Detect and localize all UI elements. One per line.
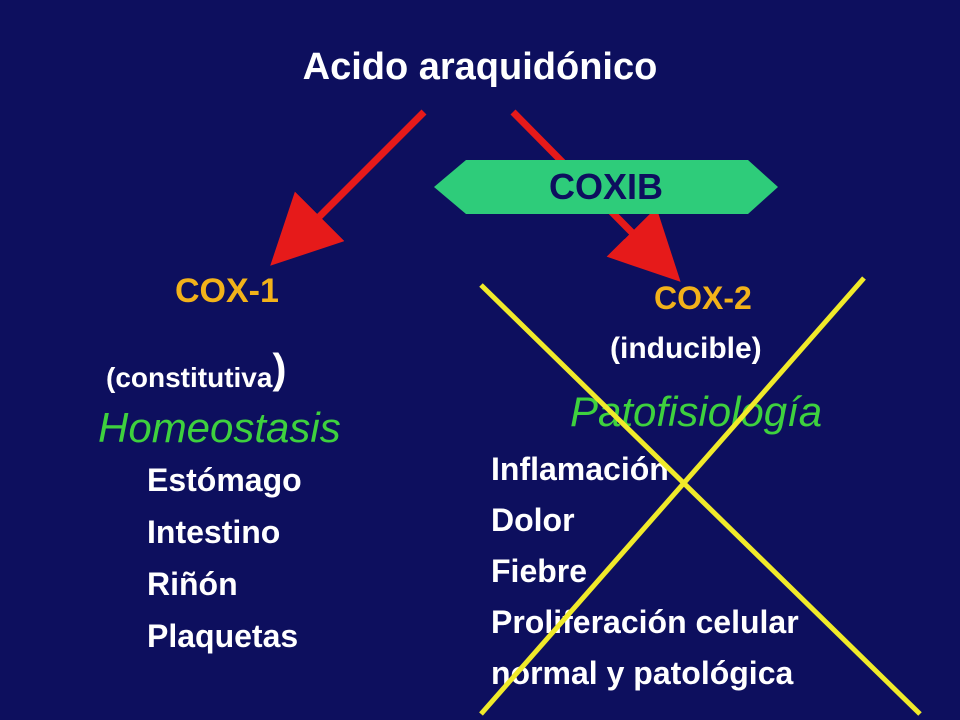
list-item: normal y patológica (491, 655, 794, 691)
cox1-subtitle: (constitutiva) (106, 345, 286, 394)
cox1-function-list: Estómago Intestino Riñón Plaquetas (147, 454, 302, 662)
list-item: Fiebre (491, 553, 588, 589)
list-item: Plaquetas (147, 618, 299, 654)
cox2-role: Patofisiología (570, 388, 823, 435)
cox1-subtitle-paren: ) (272, 345, 287, 392)
cox2-subtitle: (inducible) (610, 332, 762, 365)
list-item: Intestino (147, 514, 281, 550)
list-item: Proliferación celular (491, 604, 799, 640)
cox1-label: COX-1 (175, 272, 279, 310)
cox2-function-list: Inflamación Dolor Fiebre Proliferación c… (491, 444, 799, 699)
cox1-role: Homeostasis (98, 404, 341, 451)
cox2-label: COX-2 (654, 280, 752, 316)
coxib-inhibitor-shape (434, 160, 778, 214)
list-item: Inflamación (491, 451, 669, 487)
diagram-title: Acido araquidónico (302, 46, 658, 88)
list-item: Dolor (491, 502, 575, 538)
arrow-to-cox1 (270, 109, 427, 266)
cox1-subtitle-text: (constitutiva (106, 362, 273, 393)
list-item: Estómago (147, 462, 302, 498)
list-item: Riñón (147, 566, 238, 602)
coxib-label: COXIB (548, 166, 663, 207)
